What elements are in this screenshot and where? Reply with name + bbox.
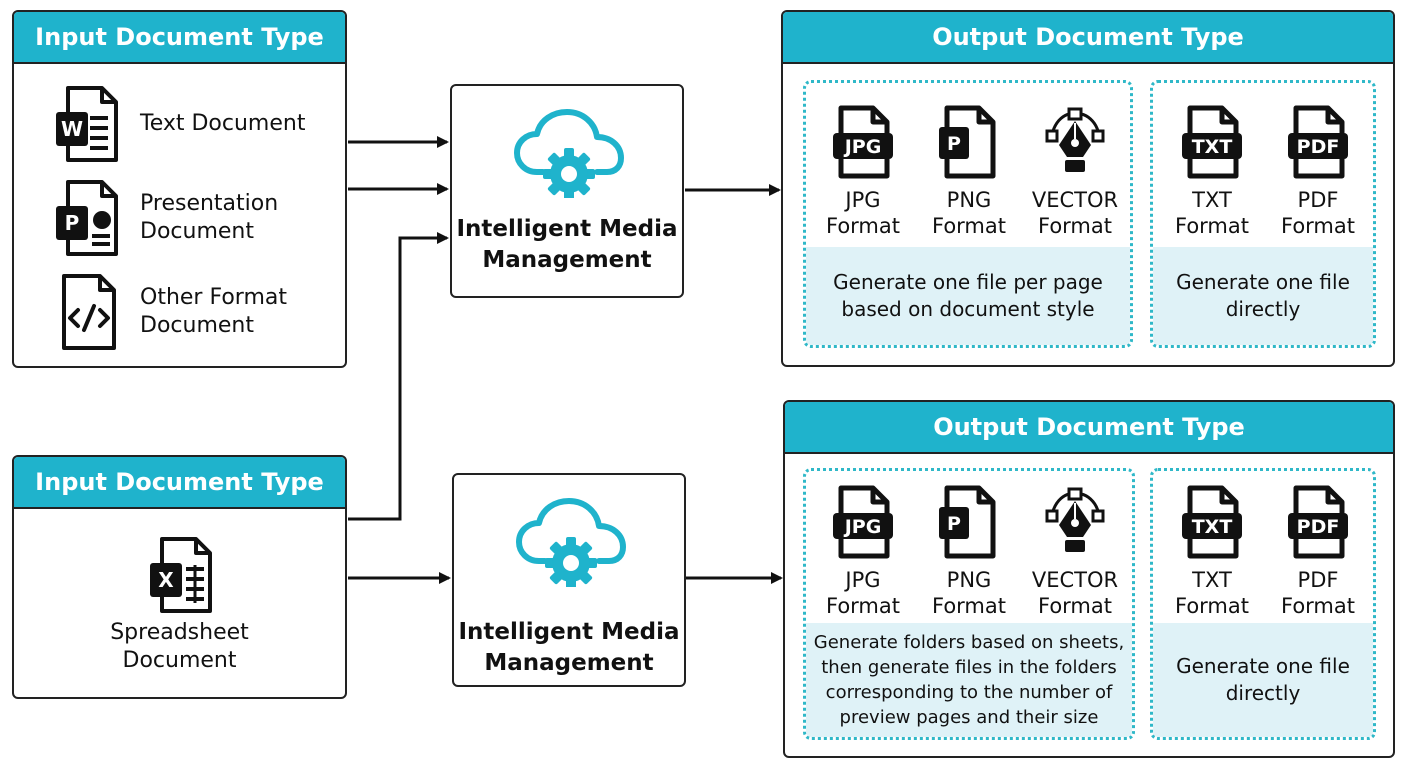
format-label: JPG Format [825,568,900,618]
format-description: Generate folders based on sheets, then g… [806,623,1132,737]
format-jpg: JPG JPG Format [808,105,918,239]
format-label: TXT Format [1174,188,1249,238]
word-document-icon: W [56,86,118,162]
svg-text:PDF: PDF [1297,136,1340,158]
format-vector: VECTOR Format [1020,485,1130,619]
input-item-label: Presentation Document [140,191,279,244]
processor-label: Intelligent Media Management [456,216,678,273]
format-vector: VECTOR Format [1020,105,1130,239]
input-panel-top: Input Document Type W Text Document P Pr… [12,10,347,368]
format-description: Generate one file per page based on docu… [806,247,1130,345]
cloud-gear-icon [516,498,626,587]
format-txt: TXT TXT Format [1157,105,1267,239]
input-item-label: Spreadsheet Document [110,620,249,673]
format-png: P PNG Format [914,105,1024,239]
format-description: Generate one file directly [1153,247,1373,345]
svg-text:TXT: TXT [1192,516,1233,538]
code-document-icon [62,274,116,350]
jpg-file-icon: JPG [833,105,893,179]
svg-text:TXT: TXT [1192,136,1233,158]
svg-text:P: P [947,513,961,535]
svg-text:W: W [61,117,83,141]
text-format-group: TXT TXT Format PDF PDF Format Generate o… [1150,80,1376,348]
format-label: PNG Format [931,188,1006,238]
svg-text:JPG: JPG [843,136,882,158]
svg-text:X: X [158,568,174,592]
svg-text:PDF: PDF [1297,516,1340,538]
pdf-file-icon: PDF [1288,105,1348,179]
format-label: JPG Format [825,188,900,238]
powerpoint-document-icon: P [56,180,118,256]
input-panel-bottom: Input Document Type X Spreadsheet Docume… [12,455,347,699]
cloud-gear-icon [514,109,624,198]
output-panel-header: Output Document Type [783,12,1393,64]
input-item-label: Other Format Document [140,285,287,338]
format-label: PDF Format [1280,188,1355,238]
format-label: VECTOR Format [1031,568,1119,618]
jpg-file-icon: JPG [833,485,893,559]
format-label: VECTOR Format [1031,188,1119,238]
png-file-icon: P [939,485,996,559]
input-item-other-format-document: Other Format Document [54,272,287,352]
svg-text:P: P [947,133,961,155]
output-panel-bottom: Output Document Type JPG JPG Format P PN… [783,400,1395,758]
format-label: TXT Format [1174,568,1249,618]
txt-file-icon: TXT [1182,105,1242,179]
svg-text:JPG: JPG [843,516,882,538]
format-txt: TXT TXT Format [1157,485,1267,619]
input-panel-header: Input Document Type [14,12,345,64]
format-pdf: PDF PDF Format [1263,485,1373,619]
arrow-spreadsheet-to-processor-top [348,232,449,521]
output-panel-top: Output Document Type JPG JPG Format P PN… [781,10,1395,367]
output-panel-header: Output Document Type [785,402,1393,454]
processor-box-top: Intelligent Media Management [450,84,684,298]
txt-file-icon: TXT [1182,485,1242,559]
svg-text:P: P [65,211,80,235]
vector-pen-icon [1045,107,1105,172]
image-format-group: JPG JPG Format P PNG Format [803,80,1133,348]
text-format-group: TXT TXT Format PDF PDF Format Generate o… [1150,468,1376,740]
image-format-group: JPG JPG Format P PNG Format [803,468,1135,740]
png-file-icon: P [939,105,996,179]
input-item-text-document: W Text Document [54,84,305,164]
processor-box-bottom: Intelligent Media Management [452,473,686,687]
format-png: P PNG Format [914,485,1024,619]
input-item-presentation-document: P Presentation Document [54,178,278,258]
format-label: PNG Format [931,568,1006,618]
format-label: PDF Format [1280,568,1355,618]
input-item-label: Text Document [140,111,306,136]
pdf-file-icon: PDF [1288,485,1348,559]
excel-document-icon: X [150,537,212,613]
vector-pen-icon [1045,487,1105,552]
format-pdf: PDF PDF Format [1263,105,1373,239]
format-jpg: JPG JPG Format [808,485,918,619]
input-panel-header: Input Document Type [14,457,345,509]
processor-label: Intelligent Media Management [458,619,680,676]
format-description: Generate one file directly [1153,623,1373,737]
